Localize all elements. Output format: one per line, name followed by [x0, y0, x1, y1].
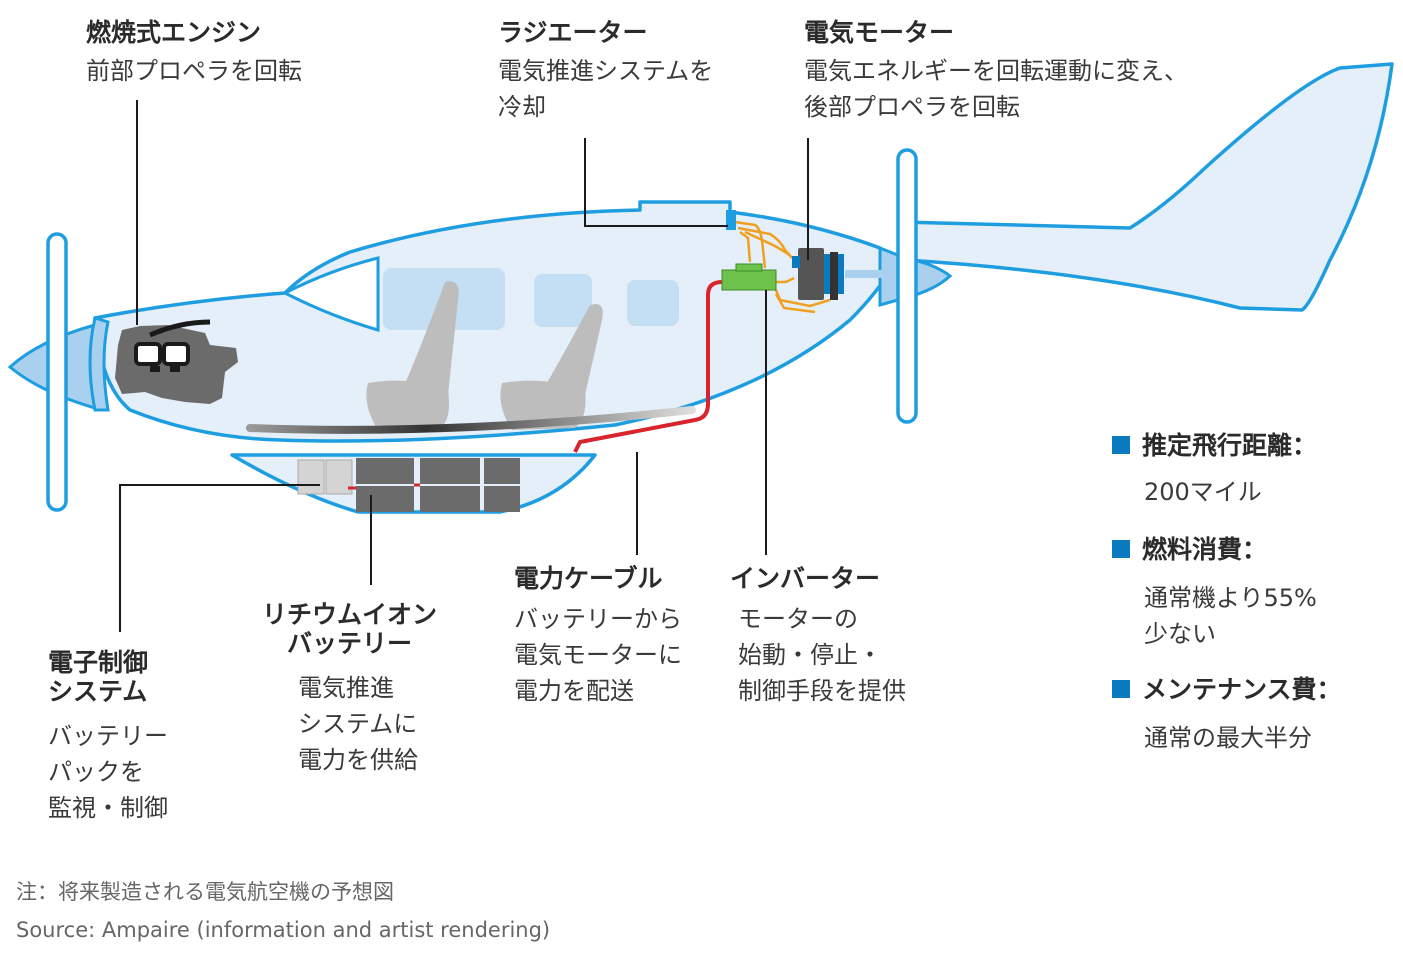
inverter-desc-2: 始動・停止・: [738, 641, 882, 669]
controller-title-1: 電子制御: [48, 648, 149, 677]
battery-title-1: リチウムイオン: [262, 600, 438, 629]
motor-desc-2: 後部プロペラを回転: [804, 93, 1020, 121]
engine-desc: 前部プロペラを回転: [86, 57, 302, 85]
battery-desc-3: 電力を供給: [298, 746, 418, 774]
electric-motor: [792, 248, 844, 300]
inverter-title: インバーター: [730, 564, 881, 593]
window-2: [534, 274, 592, 327]
leader-controller: [119, 484, 320, 632]
inverter-desc-3: 制御手段を提供: [738, 677, 906, 705]
cable-desc-2: 電気モーターに: [514, 641, 682, 669]
battery-desc-1: 電気推進: [298, 674, 394, 702]
motor-title: 電気モーター: [804, 18, 955, 47]
inverter-desc-1: モーターの: [738, 605, 858, 633]
combustion-engine: [115, 319, 238, 404]
battery-label: リチウムイオン バッテリー 電気推進 システムに 電力を供給: [262, 602, 437, 778]
engine-label: 燃焼式エンジン 前部プロペラを回転: [86, 20, 302, 89]
radiator-unit: [726, 210, 736, 230]
power-cable: [573, 280, 728, 453]
motor-label: 電気モーター 電気エネルギーを回転運動に変え、 後部プロペラを回転: [804, 20, 1188, 125]
wiring: [734, 220, 831, 314]
rear-shaft: [845, 270, 883, 278]
footer-source: Source: Ampaire (information and artist …: [16, 918, 551, 942]
cable-desc-1: バッテリーから: [514, 605, 682, 633]
stat-marker-maintenance: [1112, 680, 1130, 698]
controller-desc-3: 監視・制御: [48, 794, 168, 822]
stat-fuel-value-1: 通常機より55%: [1144, 584, 1317, 612]
stat-fuel-title: 燃料消費：: [1142, 535, 1268, 564]
window-3: [627, 280, 679, 326]
leader-lines: [119, 100, 809, 632]
stat-range-value: 200マイル: [1144, 478, 1262, 506]
windshield: [281, 256, 380, 333]
stat-marker-range: [1112, 436, 1130, 454]
cable-title: 電力ケーブル: [514, 564, 663, 593]
motor-desc-1: 電気エネルギーを回転運動に変え、: [804, 57, 1188, 85]
stat-marker-fuel: [1112, 540, 1130, 558]
stat-fuel-value-2: 少ない: [1144, 620, 1216, 648]
stat-range-title: 推定飛行距離：: [1142, 431, 1318, 460]
cable-desc-3: 電力を配送: [514, 677, 634, 705]
radiator-desc-1: 電気推進システムを: [498, 57, 714, 85]
battery-desc-2: システムに: [298, 710, 418, 738]
battery-pack: [297, 458, 520, 512]
seat-1: [366, 281, 459, 430]
radiator-label: ラジエーター 電気推進システムを 冷却: [498, 20, 713, 125]
floor-line: [246, 406, 696, 434]
footer-note: 注：将来製造される電気航空機の予想図: [16, 880, 394, 904]
front-cowl: [88, 316, 110, 412]
controller-label: 電子制御 システム バッテリー パックを 監視・制御: [48, 650, 168, 826]
front-propeller-blade: [46, 232, 68, 512]
radiator-title: ラジエーター: [498, 18, 648, 47]
inverter-label: インバーター モーターの 始動・停止・ 制御手段を提供: [730, 566, 906, 709]
radiator-desc-2: 冷却: [498, 93, 546, 121]
stat-maintenance-value: 通常の最大半分: [1144, 724, 1312, 752]
controller-desc-2: パックを: [48, 758, 144, 786]
leader-radiator: [584, 138, 728, 227]
tail-fin: [898, 62, 1394, 312]
controller-desc-1: バッテリー: [48, 722, 168, 750]
stat-maintenance-title: メンテナンス費：: [1142, 675, 1342, 704]
battery-title-2: バッテリー: [287, 629, 413, 658]
engine-title: 燃焼式エンジン: [86, 18, 262, 47]
cable-label: 電力ケーブル バッテリーから 電気モーターに 電力を配送: [514, 566, 682, 709]
controller-title-2: システム: [48, 677, 148, 706]
rear-propeller-blade: [896, 148, 918, 424]
inverter-unit: [721, 263, 777, 291]
